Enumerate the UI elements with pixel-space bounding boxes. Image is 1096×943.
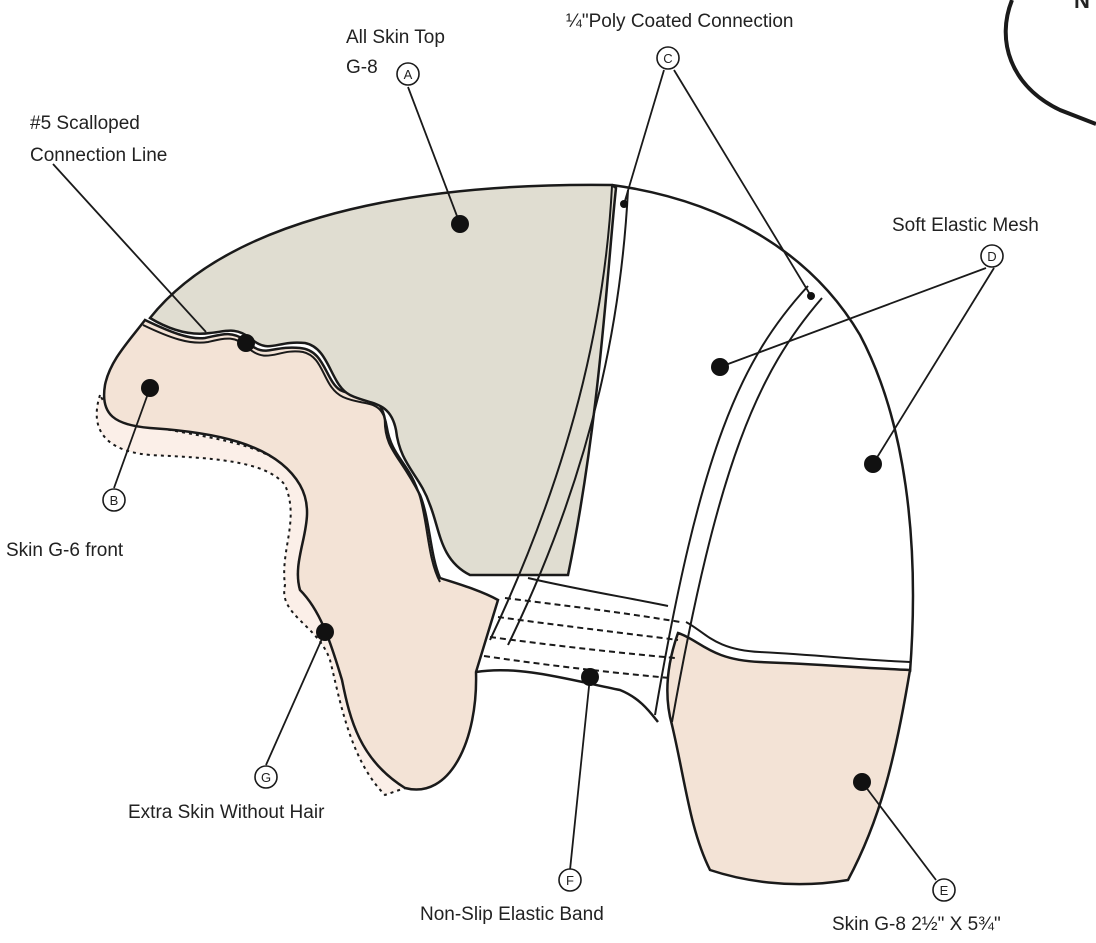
dot-poly-left — [620, 200, 628, 208]
dot-skin-front — [141, 379, 159, 397]
marker-a: A — [404, 67, 413, 82]
mesh-outline — [612, 185, 913, 672]
dot-band — [581, 668, 599, 686]
dot-poly-right — [807, 292, 815, 300]
marker-d: D — [987, 249, 996, 264]
corner-badge: N — [1006, 0, 1096, 124]
marker-b: B — [110, 493, 119, 508]
dot-mesh-left — [711, 358, 729, 376]
corner-badge-text: N — [1074, 0, 1090, 13]
label-skin-top-line1: All Skin Top — [346, 27, 445, 48]
label-skin-top-line2: G-8 — [346, 57, 378, 78]
label-skin-front: Skin G-6 front — [6, 540, 124, 561]
dot-extra-skin — [316, 623, 334, 641]
label-extra-skin: Extra Skin Without Hair — [128, 802, 325, 823]
marker-c: C — [663, 51, 672, 66]
elastic-band — [476, 578, 680, 722]
dot-mesh-right — [864, 455, 882, 473]
dot-scallop — [237, 334, 255, 352]
marker-e: E — [940, 883, 949, 898]
dot-skin-top — [451, 215, 469, 233]
label-scallop-line2: Connection Line — [30, 145, 167, 166]
label-soft-elastic-mesh: Soft Elastic Mesh — [892, 215, 1039, 236]
label-scallop-line1: #5 Scalloped — [30, 113, 140, 134]
label-elastic-band: Non-Slip Elastic Band — [420, 904, 604, 925]
marker-f: F — [566, 873, 574, 888]
skin-back-region — [667, 633, 910, 884]
label-skin-back: Skin G-8 2½" X 5¾" — [832, 914, 1001, 935]
dot-skin-back — [853, 773, 871, 791]
marker-g: G — [261, 770, 271, 785]
label-poly-connection: ¼"Poly Coated Connection — [566, 11, 794, 32]
